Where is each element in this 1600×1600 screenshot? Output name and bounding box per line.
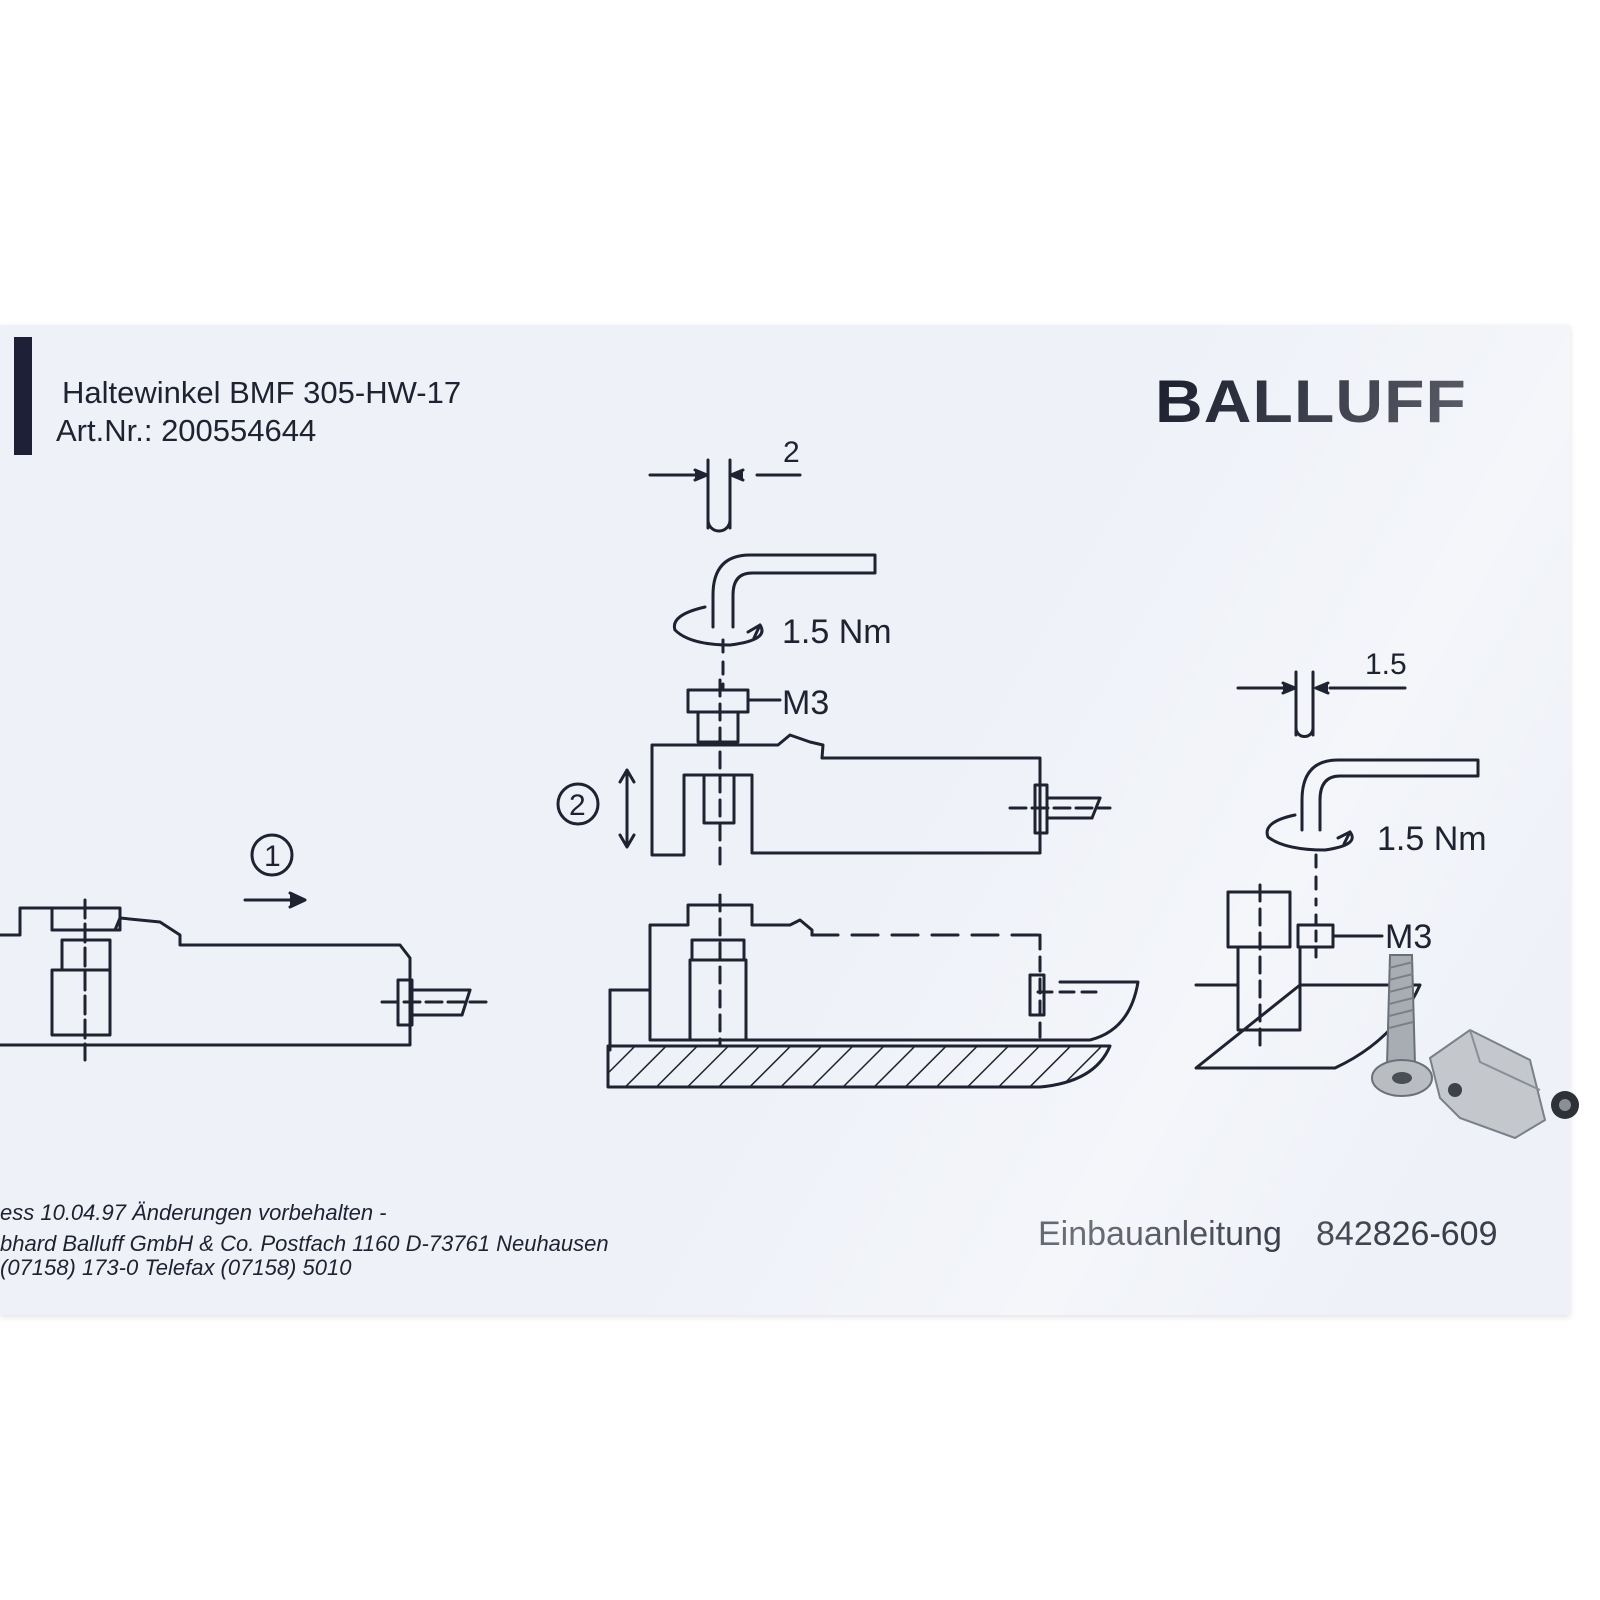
footer-date-line: ess 10.04.97 Änderungen vorbehalten -	[0, 1200, 387, 1225]
torque-center-label: 1.5 Nm	[782, 613, 892, 651]
sensor-center-upper-drawing	[650, 678, 1112, 867]
dim-right-label: 1.5	[1365, 648, 1407, 681]
header-bar	[14, 337, 32, 455]
sensor-center-mounted-drawing	[606, 893, 1140, 1089]
screw-part	[1371, 954, 1433, 1097]
hex-key-right-drawing	[1236, 670, 1480, 907]
screw-center-label: M3	[782, 684, 829, 722]
bracket-part	[1428, 1028, 1579, 1140]
footer-address-line: bhard Balluff GmbH & Co. Postfach 1160 D…	[0, 1231, 609, 1256]
torque-right-label: 1.5 Nm	[1377, 820, 1487, 858]
document-label: Einbauanleitung	[1038, 1215, 1282, 1253]
sensor-left-drawing	[0, 833, 490, 1062]
dim-top-label: 2	[783, 436, 800, 469]
document-number: 842826-609	[1316, 1215, 1498, 1253]
hex-key-center-drawing	[556, 458, 877, 849]
article-number: Art.Nr.: 200554644	[56, 413, 317, 448]
brand-logo: BALLUFF	[1155, 368, 1467, 435]
footer-phone-line: (07158) 173-0 Telefax (07158) 5010	[0, 1255, 352, 1280]
step-2-label: 2	[569, 789, 586, 822]
product-title: Haltewinkel BMF 305-HW-17	[62, 375, 462, 410]
bracket-right-drawing	[1194, 883, 1422, 1070]
instruction-sheet: Haltewinkel BMF 305-HW-17 Art.Nr.: 20055…	[0, 325, 1570, 1315]
step-1-label: 1	[264, 840, 281, 873]
screw-right-label: M3	[1385, 918, 1432, 956]
